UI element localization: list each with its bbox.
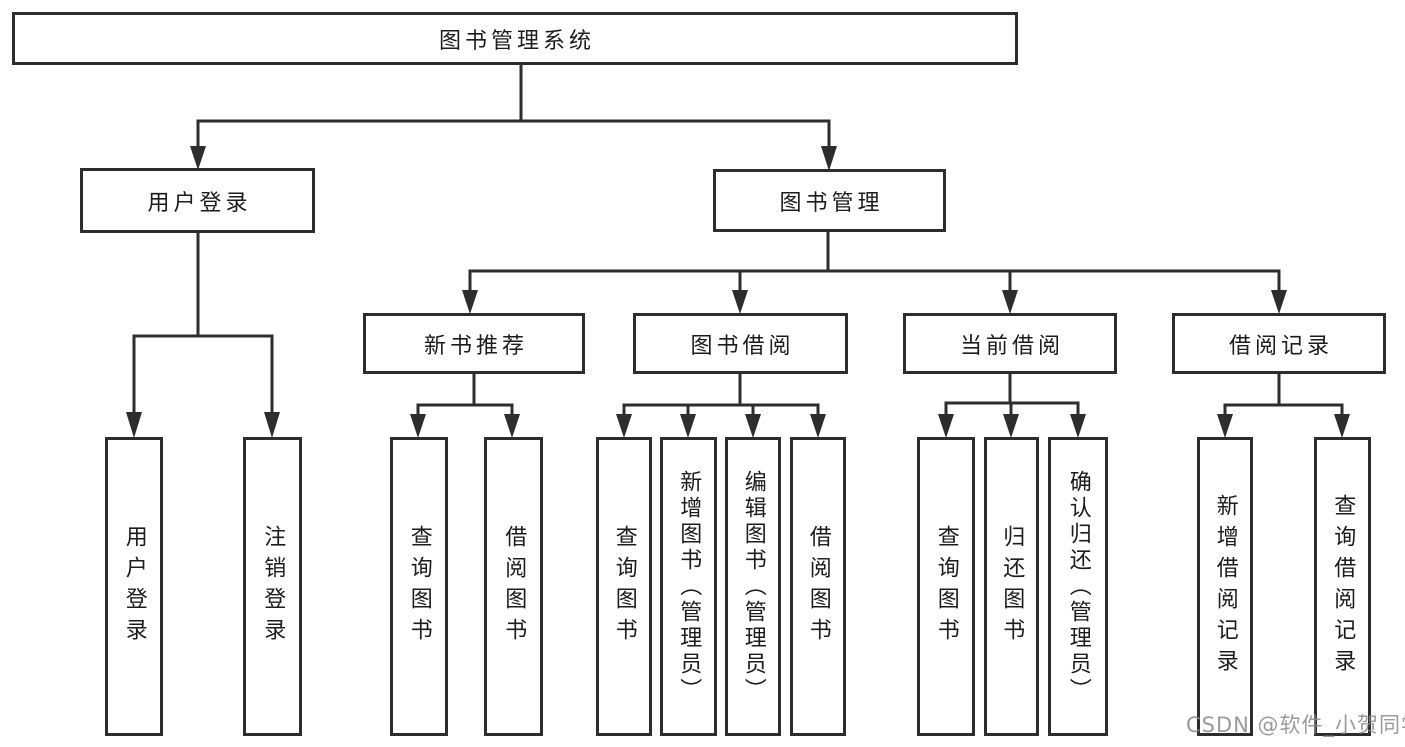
leaf-add-book-admin-label: 新增图书（管理员） [676, 469, 702, 704]
connector-root-to-level2 [190, 63, 837, 171]
leaf-return-book: 归还图书 [984, 437, 1039, 736]
leaf-borrow-books-1-label: 借阅图书 [501, 524, 527, 649]
leaf-user-login: 用户登录 [105, 437, 163, 736]
connector-book-borrow-group [616, 371, 826, 438]
leaf-confirm-return-admin-label: 确认归还（管理员） [1065, 469, 1091, 704]
leaf-add-borrow-record-label: 新增借阅记录 [1212, 493, 1238, 680]
node-new-book-recommend-label: 新书推荐 [423, 333, 528, 359]
leaf-query-books-3: 查询图书 [917, 437, 975, 736]
leaf-confirm-return-admin: 确认归还（管理员） [1048, 437, 1108, 736]
leaf-query-books-1: 查询图书 [390, 437, 448, 736]
leaf-query-books-2-label: 查询图书 [611, 524, 637, 649]
node-root-label: 图书管理系统 [438, 28, 595, 54]
connector-borrow-record-group [1217, 371, 1350, 438]
leaf-query-books-3-label: 查询图书 [933, 524, 959, 649]
node-borrow-records: 借阅记录 [1172, 313, 1386, 374]
connector-book-management-branch [462, 230, 1287, 314]
node-book-management-label: 图书管理 [779, 190, 884, 216]
leaf-borrow-books-2-label: 借阅图书 [805, 524, 831, 649]
leaf-logout-label: 注销登录 [260, 524, 286, 649]
node-user-login: 用户登录 [80, 168, 315, 233]
leaf-borrow-books-1: 借阅图书 [484, 437, 543, 736]
connector-user-login-branch [126, 231, 280, 438]
leaf-add-book-admin: 新增图书（管理员） [660, 437, 717, 736]
leaf-edit-book-admin: 编辑图书（管理员） [725, 437, 781, 736]
leaf-query-books-2: 查询图书 [596, 437, 652, 736]
leaf-borrow-books-2: 借阅图书 [790, 437, 846, 736]
node-borrow-records-label: 借阅记录 [1228, 333, 1333, 359]
node-new-book-recommend: 新书推荐 [363, 313, 585, 374]
leaf-add-borrow-record: 新增借阅记录 [1197, 437, 1253, 736]
node-current-borrow-label: 当前借阅 [959, 333, 1064, 359]
node-book-borrow-label: 图书借阅 [690, 333, 795, 359]
node-user-login-label: 用户登录 [147, 190, 252, 216]
node-current-borrow: 当前借阅 [903, 313, 1117, 374]
csdn-watermark: CSDN @软件_小贺同学 [1186, 713, 1405, 737]
node-root-system: 图书管理系统 [12, 12, 1018, 65]
leaf-query-borrow-record: 查询借阅记录 [1314, 437, 1371, 736]
leaf-query-borrow-record-label: 查询借阅记录 [1330, 493, 1356, 680]
leaf-logout: 注销登录 [243, 437, 302, 736]
leaf-user-login-label: 用户登录 [121, 524, 147, 649]
node-book-borrow: 图书借阅 [633, 313, 848, 374]
leaf-return-book-label: 归还图书 [999, 524, 1025, 649]
leaf-edit-book-admin-label: 编辑图书（管理员） [740, 469, 766, 704]
node-book-management: 图书管理 [713, 169, 946, 232]
connector-current-borrow-group [938, 371, 1086, 438]
leaf-query-books-1-label: 查询图书 [406, 524, 432, 649]
connector-new-book-group [410, 371, 520, 438]
